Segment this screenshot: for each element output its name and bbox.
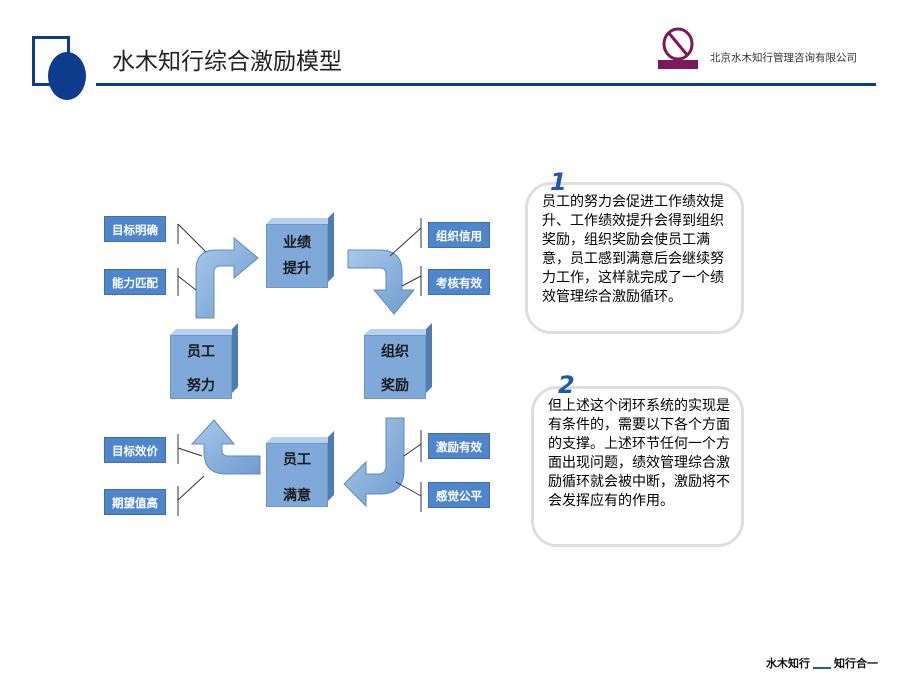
connector-lines: [177, 218, 422, 516]
label-feel-fair: 感觉公平: [428, 482, 490, 508]
label-expect-high: 期望值高: [104, 489, 166, 515]
label-ability-match: 能力匹配: [104, 269, 166, 295]
footer-slogan: 水木知行知行合一: [766, 657, 878, 670]
note-number-2: 2: [558, 371, 575, 399]
block-reward: 组织 奖励: [364, 335, 426, 399]
footer-underline: [813, 667, 831, 669]
arrow-reward-to-satisfaction: [343, 417, 405, 508]
company-name: 北京水木知行管理咨询有限公司: [710, 52, 857, 64]
note-text-2: 但上述这个闭环系统的实现是有条件的，需要以下各个方面的支撑。上述环节任何一个方面…: [548, 398, 730, 509]
corner-circle: [48, 52, 86, 100]
block-effort: 员工 努力: [170, 335, 232, 399]
arrow-performance-to-reward: [347, 249, 416, 315]
label-assessment-valid: 考核有效: [428, 269, 490, 295]
label-org-credit: 组织信用: [428, 222, 490, 248]
note-bubble-2: 但上述这个闭环系统的实现是有条件的，需要以下各个方面的支撑。上述环节任何一个方面…: [531, 386, 744, 547]
arrow-satisfaction-to-effort: [190, 419, 261, 475]
block-satisfaction: 员工 满意: [266, 443, 328, 507]
block-performance: 业绩 提升: [266, 224, 328, 288]
logo-icon: [658, 27, 698, 69]
note-text-1: 员工的努力会促进工作绩效提升、工作绩效提升会得到组织奖励，组织奖励会使员工满意，…: [542, 194, 724, 305]
page-title: 水木知行综合激励模型: [112, 49, 342, 75]
note-number-1: 1: [550, 168, 567, 196]
label-goal-value: 目标效价: [104, 437, 166, 463]
arrow-effort-to-performance: [195, 236, 259, 319]
company-logo: [654, 24, 702, 72]
label-goal-clear: 目标明确: [104, 216, 166, 242]
note-bubble-1: 员工的努力会促进工作绩效提升、工作绩效提升会得到组织奖励，组织奖励会使员工满意，…: [525, 182, 744, 334]
label-incentive-valid: 激励有效: [428, 433, 490, 459]
header-divider: [96, 83, 876, 86]
